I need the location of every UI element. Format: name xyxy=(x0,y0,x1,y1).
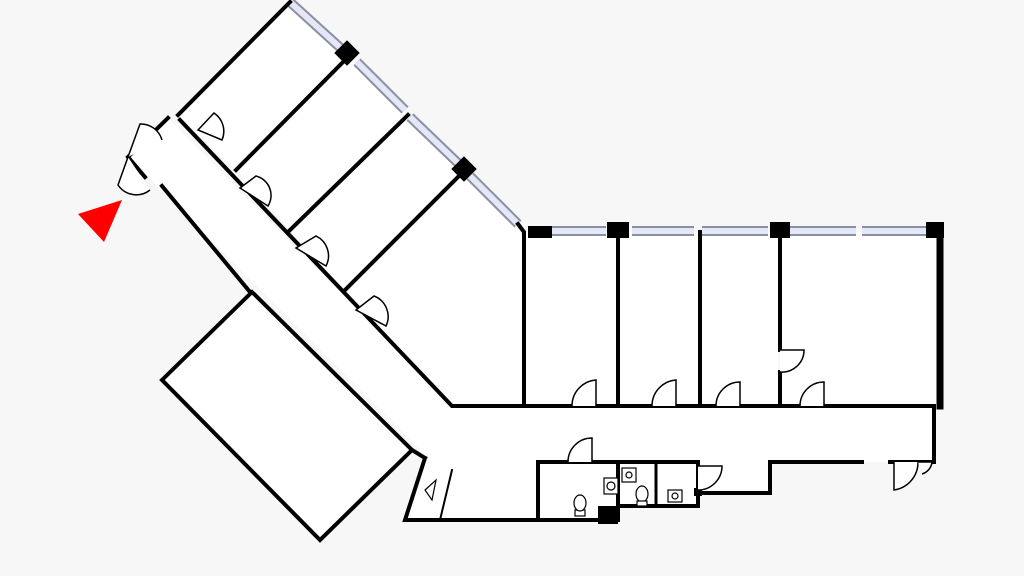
sink-icon xyxy=(667,489,683,503)
door-swing-icon[interactable] xyxy=(354,295,389,328)
fixtures xyxy=(424,467,683,517)
window-icon xyxy=(286,0,349,56)
sink-icon xyxy=(603,477,619,495)
toilet-icon xyxy=(635,485,649,507)
toilet-icon xyxy=(573,494,587,517)
window-icon xyxy=(406,113,464,169)
meeting-room-west[interactable] xyxy=(162,292,412,540)
office-east-1[interactable] xyxy=(524,232,616,406)
doors xyxy=(117,112,933,491)
door-swing-icon[interactable] xyxy=(238,175,272,208)
door-swing-icon[interactable] xyxy=(715,381,741,407)
door-swing-icon[interactable] xyxy=(567,437,593,463)
window-icon xyxy=(466,172,522,228)
office-east-3[interactable] xyxy=(700,232,778,406)
windows xyxy=(286,0,926,236)
sink-icon xyxy=(621,467,637,483)
office-north-4[interactable] xyxy=(345,170,524,406)
entrance-marker-icon xyxy=(78,200,122,242)
office-east-4[interactable] xyxy=(780,232,938,406)
office-north-3[interactable] xyxy=(290,115,465,290)
door-swing-icon[interactable] xyxy=(294,235,330,268)
door-swing-icon[interactable] xyxy=(571,379,597,407)
window-icon xyxy=(353,58,409,114)
exit-door[interactable] xyxy=(893,461,933,491)
walls xyxy=(125,0,944,543)
office-east-2[interactable] xyxy=(618,232,698,406)
entrance-door[interactable] xyxy=(117,123,163,196)
corridor[interactable] xyxy=(128,118,934,520)
door-swing-icon[interactable] xyxy=(697,465,723,491)
sink-icon xyxy=(424,478,437,502)
door-swing-icon[interactable] xyxy=(651,379,677,407)
door-swing-icon[interactable] xyxy=(779,349,805,373)
door-swing-icon[interactable] xyxy=(196,112,225,141)
door-swing-icon[interactable] xyxy=(799,381,825,407)
office-north-2[interactable] xyxy=(236,55,408,230)
